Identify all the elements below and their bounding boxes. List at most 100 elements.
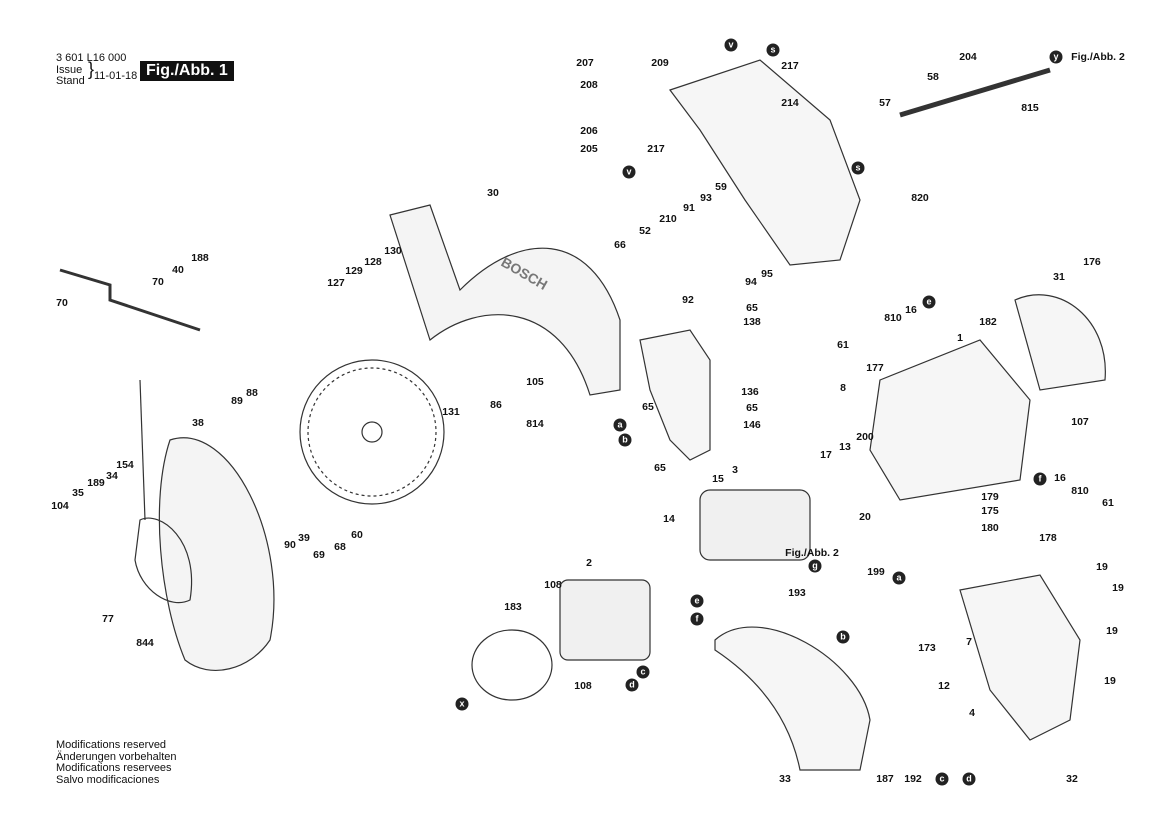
upper-guard	[389, 204, 621, 396]
part-callout: 214	[781, 97, 799, 109]
part-callout: 59	[715, 181, 727, 193]
part-callout: 814	[526, 418, 544, 430]
part-callout: 4	[969, 707, 975, 719]
part-callout: 19	[1112, 582, 1124, 594]
part-callout: 193	[788, 587, 806, 599]
part-callout: 20	[859, 511, 871, 523]
part-callout: 30	[487, 187, 499, 199]
lower-guard	[158, 437, 275, 671]
part-callout: 90	[284, 539, 296, 551]
part-callout: 57	[879, 97, 891, 109]
part-callout: 200	[856, 431, 874, 443]
connector-marker: s	[766, 43, 780, 57]
part-callout: 205	[580, 143, 598, 155]
part-callout: 89	[231, 395, 243, 407]
part-callout: 105	[526, 376, 544, 388]
part-callout: 7	[966, 636, 972, 648]
part-callout: 180	[981, 522, 999, 534]
part-callout: 173	[918, 642, 936, 654]
connector-marker: g	[808, 559, 822, 573]
connector-marker: b	[618, 433, 632, 447]
part-callout: 39	[298, 532, 310, 544]
part-callout: 192	[904, 773, 922, 785]
part-callout: 844	[136, 637, 154, 649]
connector-marker: d	[962, 772, 976, 786]
part-callout: 40	[172, 264, 184, 276]
connector-marker: e	[690, 594, 704, 608]
connector-marker: d	[625, 678, 639, 692]
figure-cross-reference: Fig./Abb. 2	[785, 547, 839, 559]
part-callout: 206	[580, 125, 598, 137]
part-callout: 19	[1104, 675, 1116, 687]
connector-marker: a	[892, 571, 906, 585]
part-callout: 16	[905, 304, 917, 316]
arm	[669, 59, 861, 266]
part-callout: 34	[106, 470, 118, 482]
part-callout: 138	[743, 316, 761, 328]
part-callout: 209	[651, 57, 669, 69]
connector-marker: x	[455, 697, 469, 711]
stand-label: Stand	[56, 75, 85, 87]
part-callout: 91	[683, 202, 695, 214]
issue-date: 11-01-18	[94, 70, 138, 82]
part-callout: 104	[51, 500, 69, 512]
part-callout: 65	[746, 302, 758, 314]
part-callout: 12	[938, 680, 950, 692]
part-callout: 128	[364, 256, 382, 268]
part-callout: 68	[334, 541, 346, 553]
part-callout: 86	[490, 399, 502, 411]
ring-183	[471, 629, 553, 701]
part-callout: 131	[442, 406, 460, 418]
connector-marker: v	[622, 165, 636, 179]
part-callout: 108	[544, 579, 562, 591]
field-stator	[559, 579, 651, 661]
part-callout: 810	[884, 312, 902, 324]
note: Modifications reserved	[56, 739, 167, 751]
part-callout: 65	[642, 401, 654, 413]
part-callout: 810	[1071, 485, 1089, 497]
part-callout: 187	[876, 773, 894, 785]
notes: Modifications reserved Änderungen vorbeh…	[56, 739, 177, 786]
part-callout: 60	[351, 529, 363, 541]
part-callout: 188	[191, 252, 209, 264]
part-callout: 65	[654, 462, 666, 474]
part-callout: 127	[327, 277, 345, 289]
part-callout: 58	[927, 71, 939, 83]
handle-half-33	[714, 626, 871, 771]
part-callout: 35	[72, 487, 84, 499]
figure-label: Fig./Abb. 1	[140, 61, 234, 81]
part-callout: 154	[116, 459, 134, 471]
part-callout: 146	[743, 419, 761, 431]
part-callout: 177	[866, 362, 884, 374]
armature	[699, 489, 811, 561]
part-callout: 95	[761, 268, 773, 280]
part-callout: 208	[580, 79, 598, 91]
part-callout: 108	[574, 680, 592, 692]
saw-blade	[299, 359, 445, 505]
note: Modifications reservees	[56, 762, 172, 774]
part-callout: 94	[745, 276, 757, 288]
part-callout: 61	[837, 339, 849, 351]
part-callout: 176	[1083, 256, 1101, 268]
part-callout: 66	[614, 239, 626, 251]
part-callout: 199	[867, 566, 885, 578]
note: Änderungen vorbehalten	[56, 750, 177, 763]
part-callout: 129	[345, 265, 363, 277]
figure-cross-reference: Fig./Abb. 2	[1071, 51, 1125, 63]
motor-housing	[869, 339, 1031, 501]
part-callout: 8	[840, 382, 846, 394]
part-callout: 61	[1102, 497, 1114, 509]
part-callout: 820	[911, 192, 929, 204]
part-callout: 179	[981, 491, 999, 503]
part-callout: 183	[504, 601, 522, 613]
part-callout: 13	[839, 441, 851, 453]
fan-cover	[1014, 294, 1106, 391]
part-callout: 107	[1071, 416, 1089, 428]
brace: }	[88, 59, 95, 79]
part-callout: 33	[779, 773, 791, 785]
note: Salvo modificaciones	[56, 773, 160, 786]
part-number: 3 601 L16 000	[56, 52, 127, 64]
part-callout: 2	[586, 557, 592, 569]
connector-marker: y	[1049, 50, 1063, 64]
connector-marker: v	[724, 38, 738, 52]
